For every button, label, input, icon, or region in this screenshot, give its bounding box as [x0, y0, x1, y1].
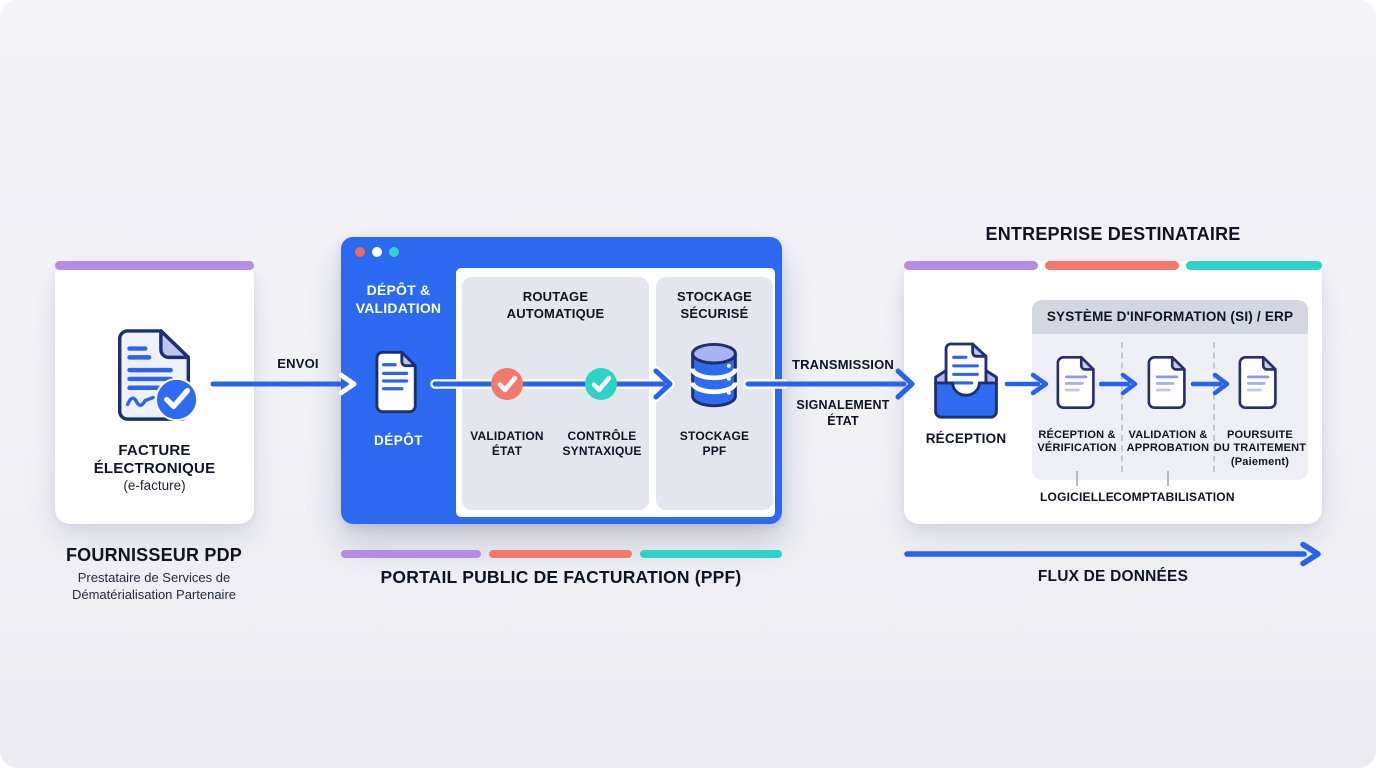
step-validation-approbation: VALIDATION & APPROBATION	[1126, 429, 1210, 455]
envoi-label: ENVOI	[277, 356, 319, 371]
erp-doc-icon-2	[1147, 354, 1190, 416]
recipient-accent-purple	[904, 261, 1038, 270]
erp-panel: SYSTÈME D'INFORMATION (SI) / ERP	[1032, 300, 1308, 486]
footnote-comptabilisation: COMPTABILISATION	[1113, 490, 1235, 504]
erp-step-arrow	[1190, 372, 1230, 396]
stockage-ppf-label: STOCKAGE PPF	[679, 429, 750, 459]
supplier-card-sublabel: (e-facture)	[123, 478, 186, 493]
window-dot-white	[372, 247, 382, 257]
transmission-arrow	[743, 368, 915, 400]
step-reception-verification: RÉCEPTION & VÉRIFICATION	[1037, 429, 1117, 455]
dashed-separator	[1121, 342, 1123, 472]
flow-arrow-routage	[430, 366, 675, 402]
footnote-tick	[1167, 471, 1169, 486]
card-label-line1: FACTURE	[118, 442, 191, 459]
dashed-separator	[1213, 342, 1215, 472]
recipient-accent-salmon	[1045, 261, 1179, 270]
syntax-check-icon	[585, 368, 617, 400]
erp-title: SYSTÈME D'INFORMATION (SI) / ERP	[1046, 309, 1294, 324]
flux-donnees-label: FLUX DE DONNÉES	[1037, 568, 1189, 585]
reception-label: RÉCEPTION	[925, 431, 1007, 446]
stockage-panel: STOCKAGE SÉCURISÉ STOCKAGE PPF	[656, 277, 773, 510]
card-label-line2: ÉLECTRONIQUE	[93, 460, 216, 478]
database-icon	[688, 341, 740, 416]
recipient-title: ENTREPRISE DESTINATAIRE	[985, 224, 1241, 244]
stockage-title: STOCKAGE SÉCURISÉ	[676, 289, 753, 321]
recipient-accent-teal	[1186, 261, 1322, 270]
flux-donnees-arrow	[904, 541, 1321, 567]
footnote-logicielle: LOGICIELLE	[1040, 490, 1114, 504]
transmission-label: TRANSMISSION	[791, 357, 895, 372]
step-poursuite-traitement: POURSUITE DU TRAITEMENT (Paiement)	[1213, 429, 1307, 468]
erp-doc-icon-1	[1056, 354, 1099, 416]
ppf-accent-purple	[341, 550, 481, 558]
supplier-subtitle: Prestataire de Services de Dématérialisa…	[71, 570, 237, 603]
routage-panel: ROUTAGE AUTOMATIQUE VALIDATION ÉTAT CONT…	[462, 277, 649, 510]
window-dot-teal	[389, 247, 399, 257]
supplier-title: FOURNISSEUR PDP	[65, 545, 243, 565]
supplier-card: FACTURE ÉLECTRONIQUE (e-facture)	[55, 261, 254, 524]
signalement-etat-label: SIGNALEMENT ÉTAT	[796, 398, 890, 429]
ppf-accent-salmon	[489, 550, 632, 558]
ppf-accent-teal	[640, 550, 782, 558]
window-dot-red	[355, 247, 365, 257]
depot-document-icon	[375, 349, 421, 420]
reception-inbox-icon	[928, 340, 1004, 429]
depot-validation-title: DÉPÔT & VALIDATION	[355, 282, 442, 317]
invoice-check-icon	[106, 325, 204, 432]
ppf-caption: PORTAIL PUBLIC DE FACTURATION (PPF)	[380, 567, 742, 587]
validation-check-icon	[491, 368, 523, 400]
depot-label: DÉPÔT	[373, 433, 423, 448]
erp-header: SYSTÈME D'INFORMATION (SI) / ERP	[1032, 300, 1308, 334]
footnote-tick	[1076, 471, 1078, 486]
erp-doc-icon-3	[1238, 354, 1281, 416]
controle-syntaxique-label: CONTRÔLE SYNTAXIQUE	[562, 429, 642, 459]
envoi-arrow	[210, 372, 357, 396]
erp-step-arrow	[1098, 372, 1138, 396]
supplier-accent-bar	[55, 261, 254, 270]
reception-to-erp-arrow	[1004, 372, 1049, 396]
routage-title: ROUTAGE AUTOMATIQUE	[506, 289, 605, 321]
recipient-card: RÉCEPTION SYSTÈME D'INFORMATION (SI) / E…	[904, 261, 1322, 524]
supplier-card-label: FACTURE ÉLECTRONIQUE	[67, 442, 242, 479]
validation-etat-label: VALIDATION ÉTAT	[470, 429, 544, 459]
